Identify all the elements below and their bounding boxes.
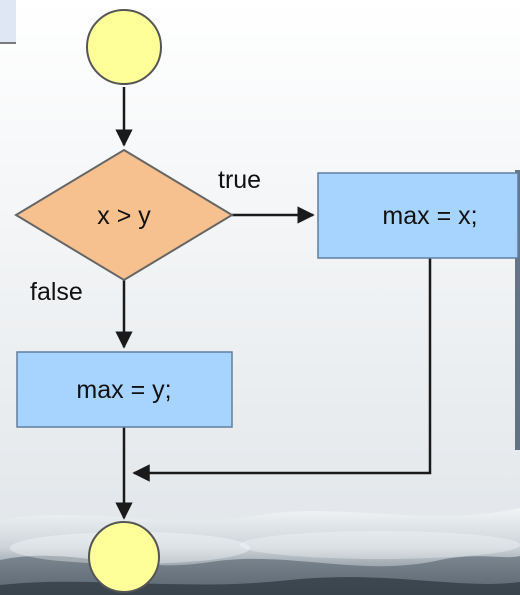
decision-node: x > y	[14, 148, 234, 282]
false-edge-label: false	[30, 278, 83, 306]
end-node	[88, 521, 160, 593]
right-edge-strip	[515, 170, 520, 450]
process-node-max-y: max = y;	[16, 351, 233, 428]
connectors	[115, 87, 432, 520]
start-node	[86, 9, 162, 85]
process-label-max-y: max = y;	[76, 376, 171, 404]
true-edge-label: true	[218, 166, 261, 194]
decision-label: x > y	[97, 202, 151, 230]
background-texture	[0, 508, 520, 595]
process-node-max-x: max = x;	[317, 172, 519, 259]
window-edge-remnant	[0, 0, 16, 43]
edge-max-x-to-merge	[132, 258, 432, 482]
process-label-max-x: max = x;	[382, 202, 477, 230]
